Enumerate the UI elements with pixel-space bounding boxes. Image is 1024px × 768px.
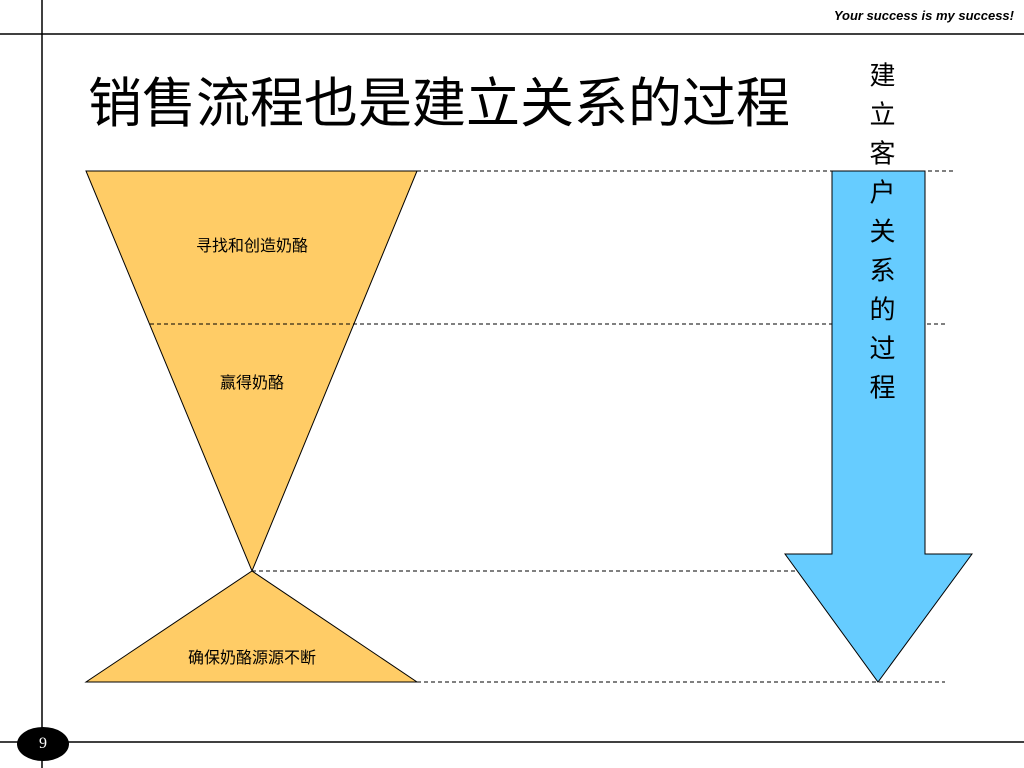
funnel-stage-1-label: 寻找和创造奶酪 xyxy=(196,236,308,255)
tagline: Your success is my success! xyxy=(833,8,1014,23)
arrow-label: 建立客户关系的过程 xyxy=(865,61,895,412)
funnel-upper-triangle xyxy=(85,170,418,573)
page-title: 销售流程也是建立关系的过程 xyxy=(88,72,790,135)
process-down-arrow xyxy=(784,170,973,683)
page-number: 9 xyxy=(17,727,69,761)
funnel-stage-3-label: 确保奶酪源源不断 xyxy=(188,648,316,667)
page-number-text: 9 xyxy=(39,735,47,752)
funnel-lower-triangle xyxy=(84,570,419,683)
funnel-stage-2-label: 赢得奶酪 xyxy=(220,373,284,392)
